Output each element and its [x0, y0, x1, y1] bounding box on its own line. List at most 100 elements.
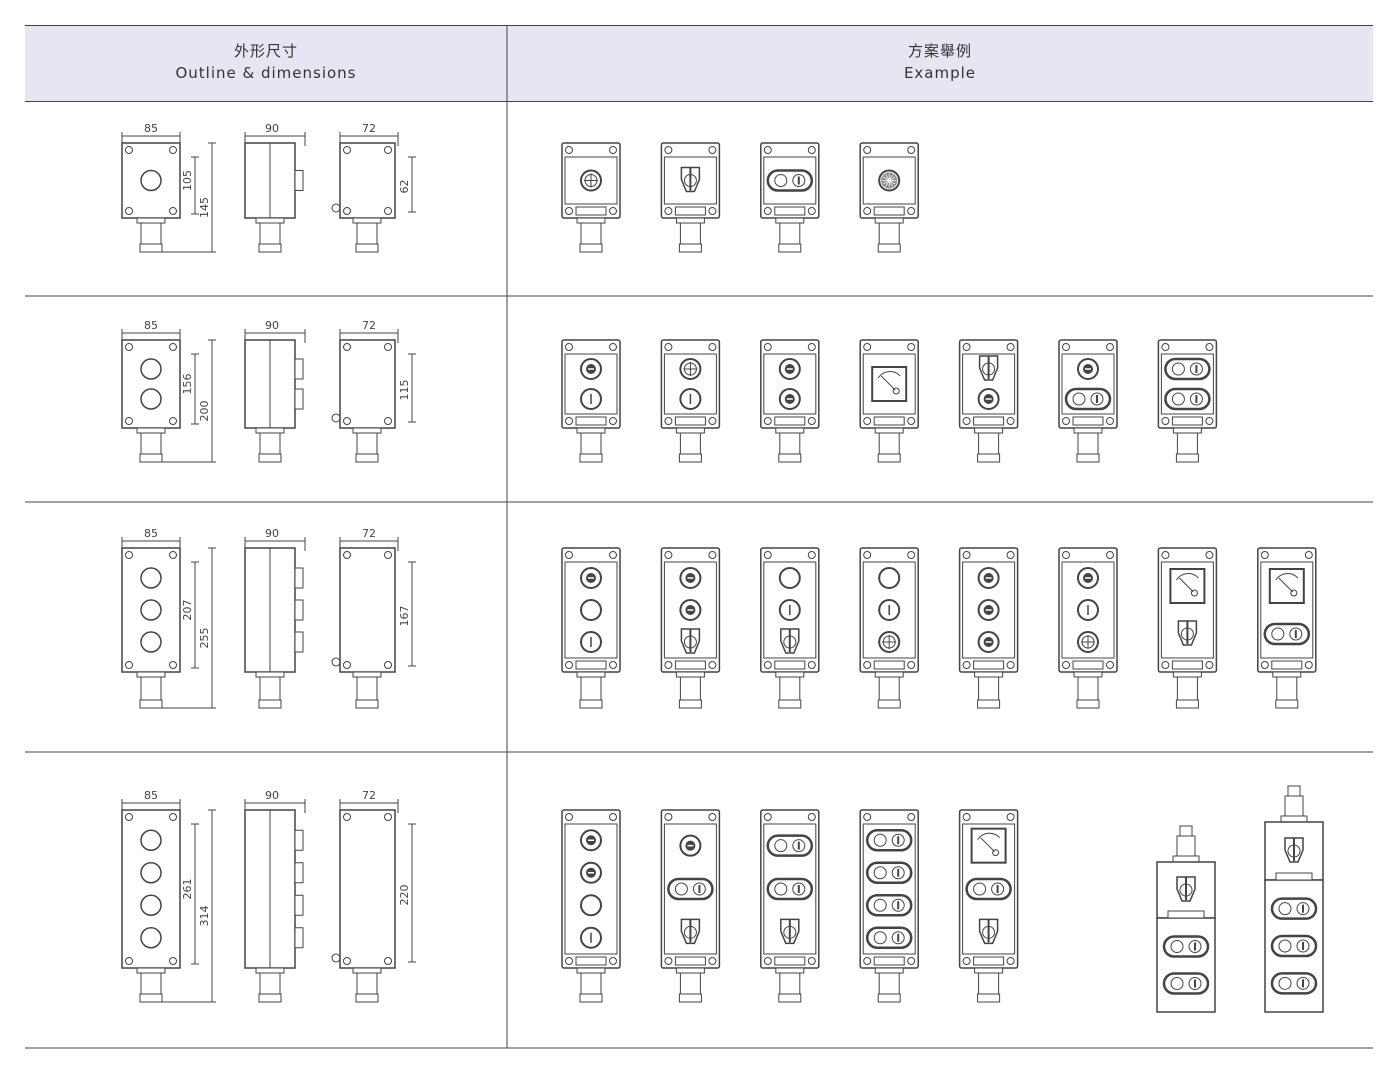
- gland-cap: [877, 453, 901, 463]
- screw-icon: [609, 957, 617, 965]
- gland-cap: [877, 993, 901, 1003]
- cable-gland: [140, 222, 162, 245]
- screw-icon: [763, 343, 772, 351]
- example-device: [1157, 339, 1218, 463]
- screw-icon: [1304, 661, 1313, 669]
- nameplate: [873, 956, 905, 966]
- blank-icon: [778, 567, 801, 589]
- dim-overall-height: 255: [198, 628, 211, 649]
- cable-gland: [1176, 432, 1198, 455]
- cover-panel: [663, 823, 717, 955]
- start-button: [1170, 977, 1184, 990]
- pendant-station: [1264, 785, 1324, 1013]
- cable-gland: [1077, 432, 1099, 455]
- side-view: [244, 809, 304, 1003]
- start-button: [1072, 392, 1086, 406]
- cross-lamp-icon: [878, 631, 901, 653]
- gland-nut: [136, 967, 166, 974]
- button-profile: [294, 631, 304, 653]
- example-device: [958, 339, 1019, 463]
- cover-panel: [763, 561, 817, 659]
- enclosure: [958, 339, 1019, 429]
- example-device: [958, 809, 1019, 1003]
- screw-icon: [807, 551, 816, 559]
- screw-icon: [609, 417, 617, 425]
- front-view: [121, 809, 181, 1003]
- screw-icon: [1006, 661, 1015, 669]
- start-button: [1170, 940, 1184, 953]
- nameplate: [973, 660, 1005, 670]
- cable-gland: [259, 432, 281, 455]
- screw-icon: [1106, 551, 1114, 559]
- enclosure: [660, 339, 721, 429]
- screw-icon: [807, 417, 816, 425]
- screw-icon: [1260, 551, 1269, 559]
- dim-width: 85: [144, 319, 158, 332]
- gland-cap: [877, 699, 901, 709]
- lamp-icon: [977, 388, 1000, 410]
- dim-inner-height: 156: [181, 374, 194, 395]
- cable-gland: [878, 972, 900, 995]
- cable-gland: [356, 972, 378, 995]
- cable-gland: [259, 676, 281, 701]
- dim-side-height: 220: [398, 885, 411, 906]
- cable-gland: [580, 432, 602, 455]
- lamp-icon: [1077, 567, 1099, 589]
- screw-icon: [384, 146, 392, 154]
- gland-cap: [678, 453, 702, 463]
- enclosure: [760, 339, 820, 429]
- lamp-icon: [977, 599, 1000, 621]
- screw-icon: [343, 417, 351, 425]
- example-device: [561, 339, 621, 463]
- back-enclosure: [339, 339, 396, 429]
- cable-gland: [1176, 676, 1198, 701]
- start-button: [1171, 392, 1185, 406]
- dim-top-width: 72: [362, 789, 376, 802]
- gland-cap: [778, 453, 802, 463]
- gland-nut: [352, 671, 382, 678]
- screw-icon: [1205, 551, 1214, 559]
- cable-gland: [580, 222, 602, 245]
- example-device: [760, 809, 820, 1003]
- gland-cap: [139, 699, 163, 709]
- selector-icon: [1176, 876, 1196, 902]
- dim-depth: 90: [265, 319, 279, 332]
- screw-icon: [664, 661, 673, 669]
- gland-cap: [1275, 699, 1299, 709]
- button-icon: [580, 631, 602, 653]
- cable-gland: [878, 222, 900, 245]
- earth-terminal-icon: [331, 413, 341, 423]
- example-device: [859, 547, 919, 709]
- meter-scale: [1275, 573, 1299, 581]
- nameplate: [973, 956, 1005, 966]
- dim-side-height: 167: [398, 606, 411, 627]
- button-profile: [294, 894, 304, 916]
- meter-needle: [1179, 577, 1194, 593]
- dim-depth: 90: [265, 789, 279, 802]
- gland-cap: [678, 699, 702, 709]
- screw-icon: [1106, 661, 1114, 669]
- button-profile: [294, 829, 304, 851]
- cable-gland: [978, 676, 1000, 701]
- earth-terminal-icon: [331, 953, 341, 963]
- screw-icon: [384, 813, 392, 821]
- lamp-icon: [778, 358, 801, 380]
- example-device: [561, 809, 621, 1003]
- lamp-icon: [679, 834, 702, 857]
- gland-cap: [778, 243, 802, 253]
- screw-icon: [664, 417, 673, 425]
- dim-width: 85: [144, 789, 158, 802]
- dual-button-icon: [667, 877, 714, 901]
- screw-icon: [763, 551, 772, 559]
- gland-nut: [775, 217, 805, 224]
- blank-icon: [580, 599, 602, 621]
- nameplate: [873, 206, 905, 216]
- dual-button-icon: [1270, 934, 1318, 958]
- enclosure: [1157, 339, 1218, 429]
- screw-icon: [1006, 813, 1015, 821]
- cable-gland: [1276, 676, 1298, 701]
- nameplate: [674, 660, 706, 670]
- front-enclosure: [121, 339, 181, 429]
- bezel: [580, 599, 602, 621]
- screw-icon: [1106, 417, 1114, 425]
